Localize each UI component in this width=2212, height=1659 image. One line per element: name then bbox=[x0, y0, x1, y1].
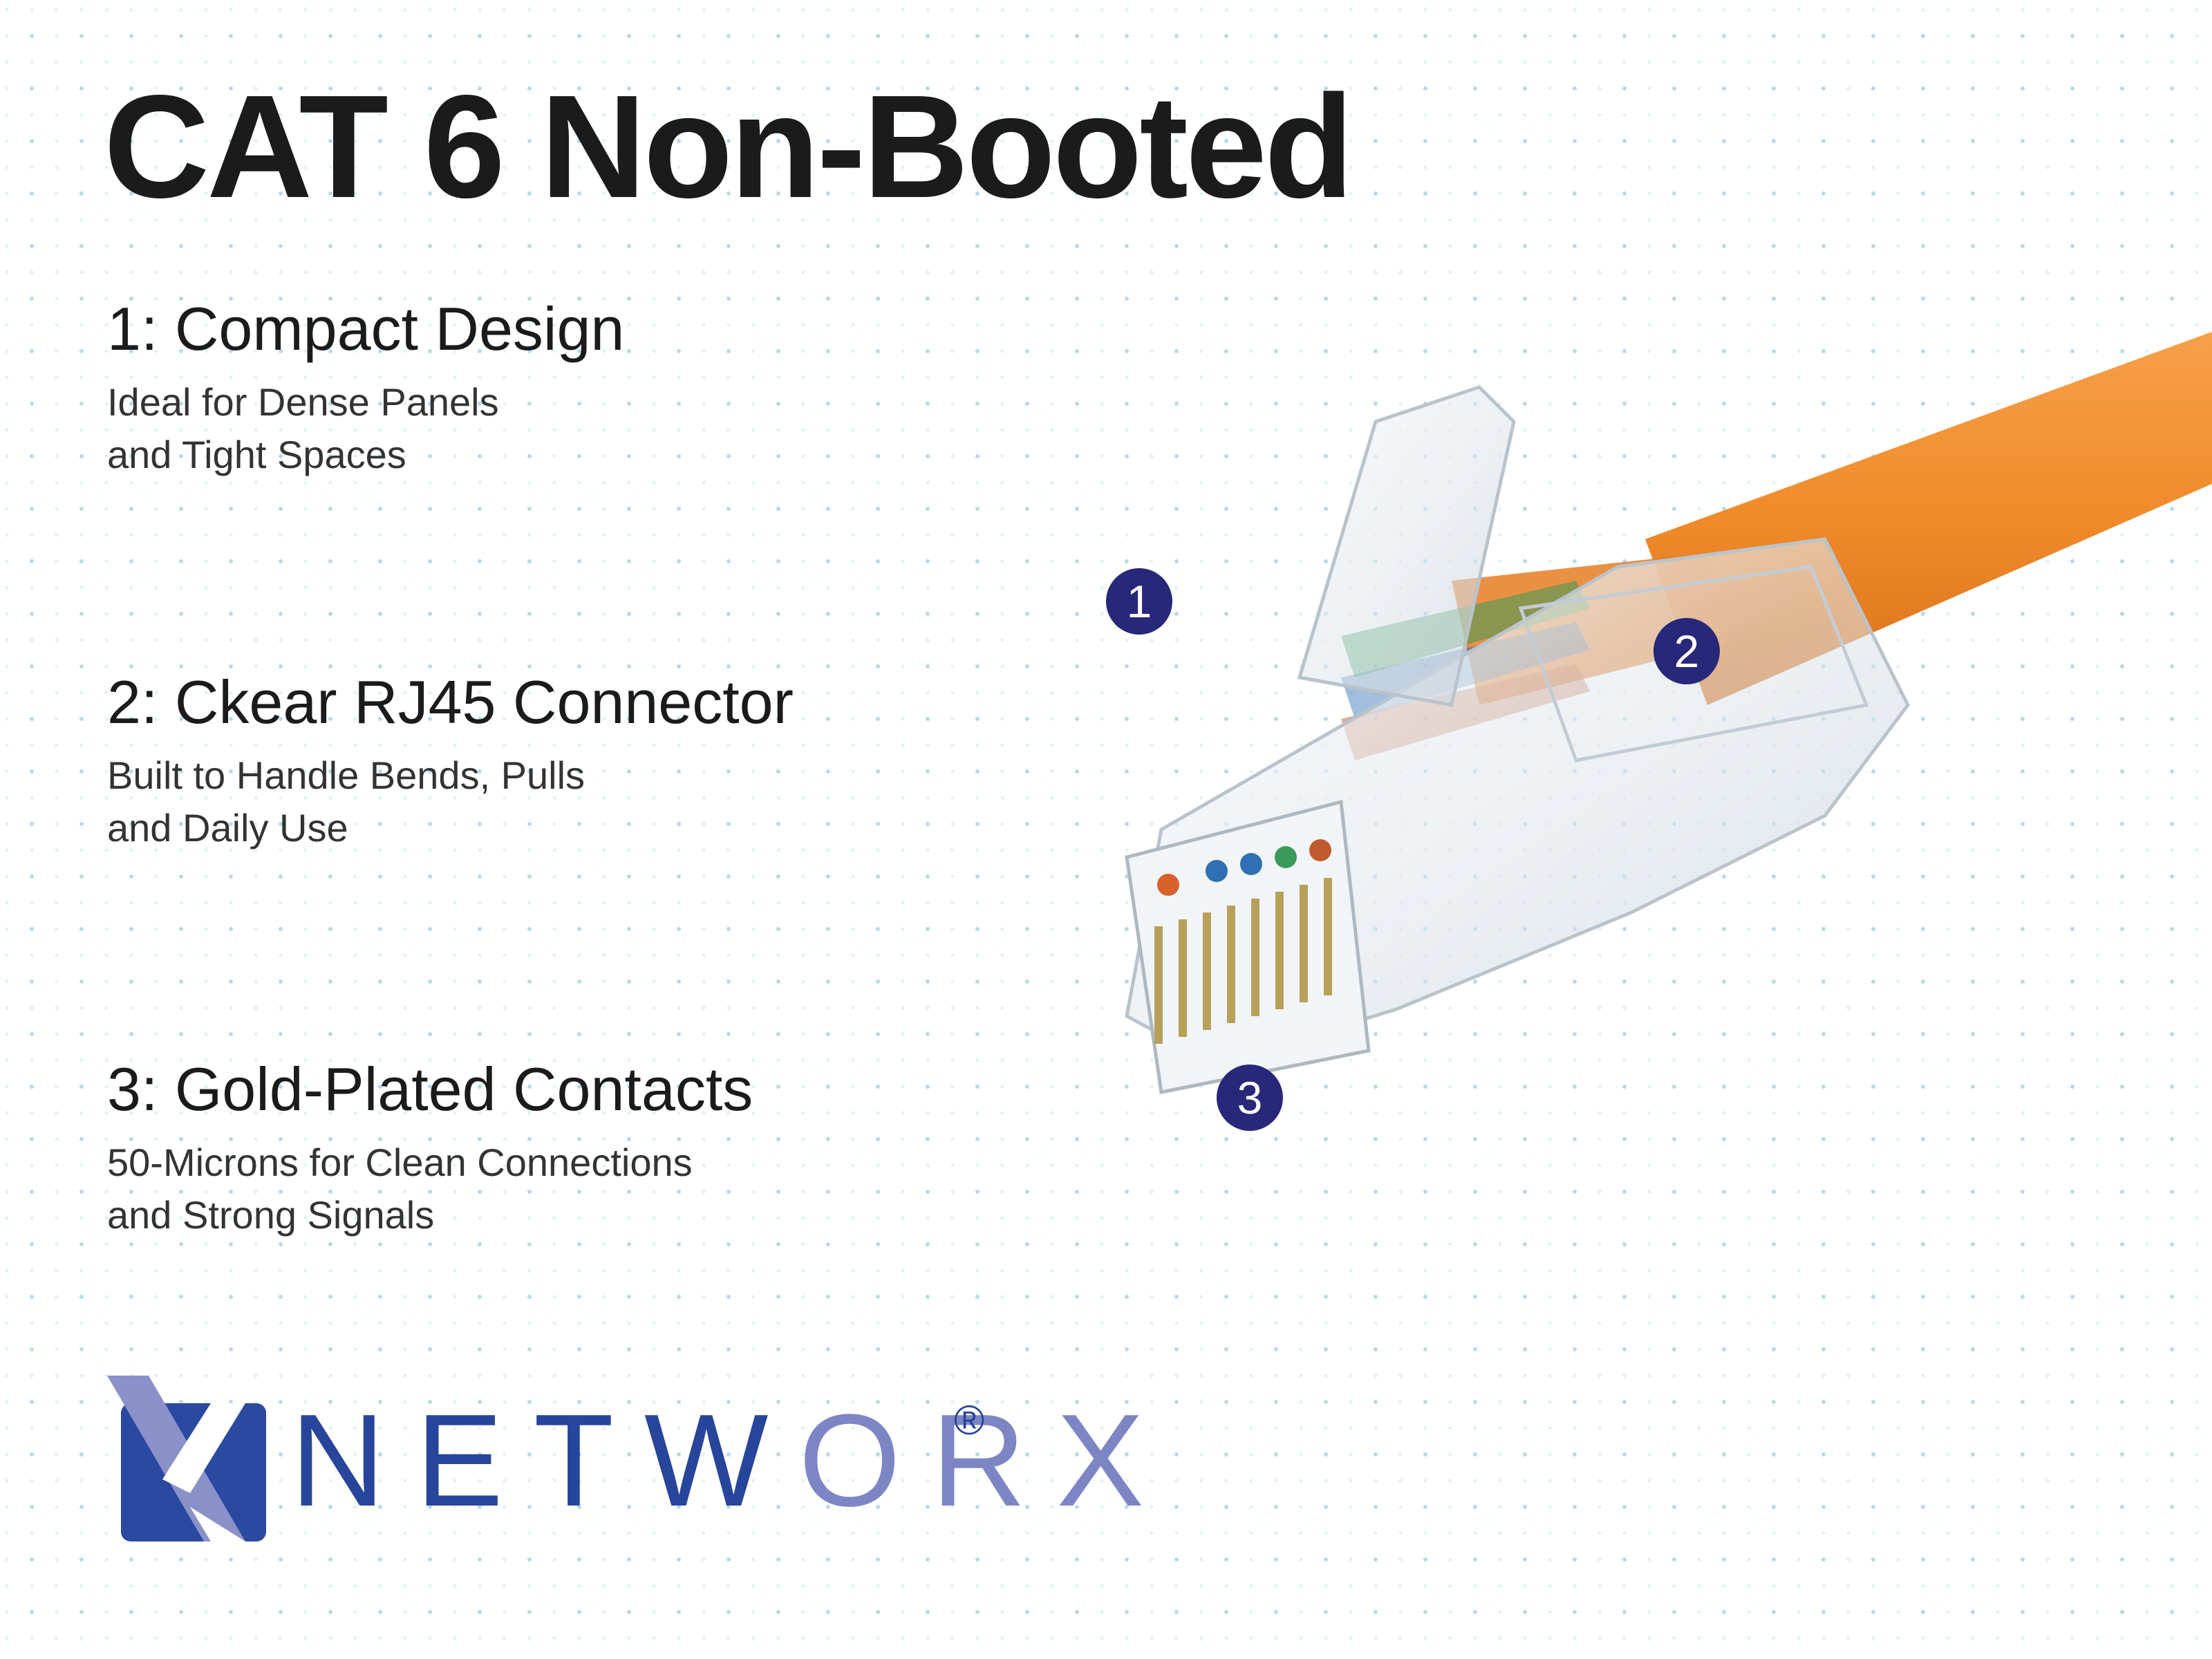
callout-marker-1: 1 bbox=[1106, 568, 1172, 635]
feature-desc-line: and Daily Use bbox=[107, 806, 348, 850]
page-title: CAT 6 Non-Booted bbox=[104, 64, 1353, 228]
feature-heading: 3: Gold-Plated Contacts bbox=[107, 1055, 753, 1123]
feature-description: 50-Microns for Clean Connections and Str… bbox=[107, 1136, 937, 1241]
networx-x-logo-mark-icon bbox=[107, 1376, 266, 1541]
connector-front-face bbox=[1125, 799, 1371, 1094]
feature-description: Ideal for Dense Panels and Tight Spaces bbox=[107, 376, 937, 481]
feature-rj45-connector: 2: Ckear RJ45 Connector Built to Handle … bbox=[107, 667, 937, 854]
feature-compact-design: 1: Compact Design Ideal for Dense Panels… bbox=[107, 294, 937, 481]
brand-wordmark: NETWORX bbox=[290, 1395, 1174, 1526]
brand-wordmark-part: NETW bbox=[290, 1387, 799, 1534]
callout-marker-3: 3 bbox=[1217, 1065, 1283, 1131]
gold-contacts bbox=[1154, 878, 1332, 1044]
feature-desc-line: 50-Microns for Clean Connections bbox=[107, 1141, 693, 1185]
registered-mark: ® bbox=[954, 1397, 985, 1443]
callout-marker-2: 2 bbox=[1653, 618, 1720, 684]
brand-logo: NETWORX ® bbox=[107, 1376, 1144, 1541]
connector-latch bbox=[1297, 385, 1516, 707]
feature-desc-line: Ideal for Dense Panels bbox=[107, 380, 499, 424]
feature-desc-line: and Strong Signals bbox=[107, 1193, 435, 1237]
feature-desc-line: and Tight Spaces bbox=[107, 433, 406, 477]
feature-gold-contacts: 3: Gold-Plated Contacts 50-Microns for C… bbox=[107, 1054, 937, 1241]
feature-heading: 2: Ckear RJ45 Connector bbox=[107, 668, 794, 736]
brand-wordmark-part: ORX bbox=[798, 1387, 1175, 1534]
rj45-connector-image bbox=[1125, 332, 2212, 1094]
feature-desc-line: Built to Handle Bends, Pulls bbox=[107, 753, 585, 798]
feature-heading: 1: Compact Design bbox=[107, 294, 625, 363]
feature-description: Built to Handle Bends, Pulls and Daily U… bbox=[107, 749, 937, 854]
